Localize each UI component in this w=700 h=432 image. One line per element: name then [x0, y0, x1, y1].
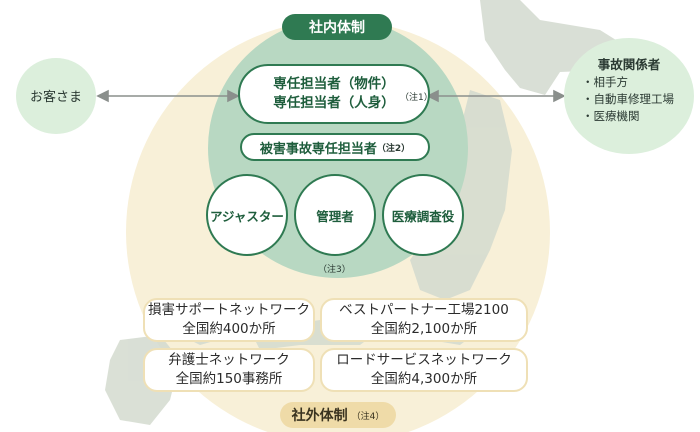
external-structure-title: 社外体制 （注4）	[280, 402, 396, 428]
victim-accident-staff-box: 被害事故専任担当者 （注2）	[240, 133, 430, 161]
network-box: ロードサービスネットワーク 全国約4,300か所	[320, 348, 528, 392]
connector-arrows	[96, 89, 566, 103]
accident-party-item: ・相手方	[582, 75, 628, 89]
arrowhead-right-icon	[227, 89, 240, 103]
dedicated-staff-box: 専任担当者（物件） 専任担当者（人身）	[238, 64, 430, 124]
role-circle-adjuster: アジャスター	[206, 174, 288, 256]
external-structure-title-text: 社外体制	[291, 408, 348, 424]
network-name: 弁護士ネットワーク	[168, 352, 290, 368]
network-box: 弁護士ネットワーク 全国約150事務所	[143, 348, 315, 392]
accident-parties-title: 事故関係者	[597, 57, 661, 72]
internal-structure-title: 社内体制	[282, 14, 392, 40]
network-count: 全国約4,300か所	[370, 371, 478, 387]
network-count: 全国約2,100か所	[370, 321, 478, 337]
note-3: （注3）	[318, 265, 351, 275]
victim-accident-staff-label: 被害事故専任担当者	[259, 141, 377, 157]
arrowhead-right-icon	[553, 89, 566, 103]
role-medical-label: 医療調査役	[391, 208, 455, 224]
network-box: 損害サポートネットワーク 全国約400か所	[143, 298, 315, 342]
accident-party-item: ・医療機関	[582, 109, 640, 123]
customer-bubble	[16, 58, 96, 134]
role-manager-label: 管理者	[316, 208, 354, 224]
dedicated-staff-injury: 専任担当者（人身）	[273, 95, 395, 111]
note-1: （注1）	[400, 93, 433, 103]
customer-label: お客さま	[29, 90, 82, 105]
dedicated-staff-property: 専任担当者（物件）	[273, 76, 395, 92]
arrowhead-left-icon	[426, 89, 439, 103]
accident-party-item: ・自動車修理工場	[582, 92, 674, 106]
role-circle-medical: 医療調査役	[382, 174, 464, 256]
role-circle-manager: 管理者	[294, 174, 376, 256]
network-count: 全国約400か所	[182, 321, 276, 337]
network-name: ベストパートナー工場2100	[339, 302, 509, 318]
note-4: （注4）	[351, 411, 385, 422]
role-adjuster-label: アジャスター	[210, 208, 284, 224]
arrowhead-left-icon	[96, 89, 109, 103]
accident-parties-list: ・相手方 ・自動車修理工場 ・医療機関	[582, 74, 674, 125]
note-2: （注2）	[376, 143, 411, 154]
internal-structure-title-text: 社内体制	[309, 20, 365, 36]
network-name: 損害サポートネットワーク	[148, 302, 310, 318]
network-name: ロードサービスネットワーク	[336, 352, 512, 368]
accident-parties-bubble	[564, 38, 694, 154]
network-count: 全国約150事務所	[175, 371, 283, 387]
network-box: ベストパートナー工場2100 全国約2,100か所	[320, 298, 528, 342]
